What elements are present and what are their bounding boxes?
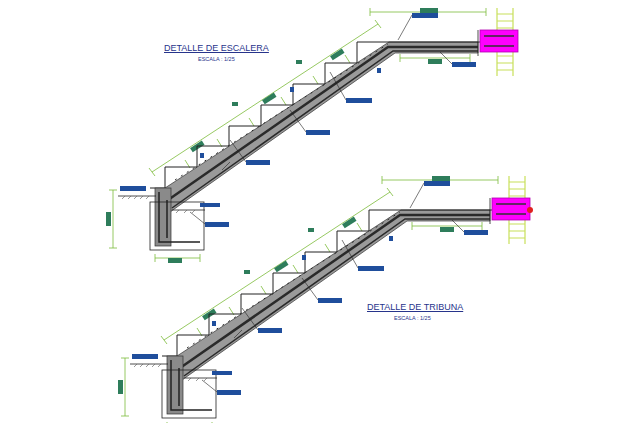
scale-note: ESCALA : 1/25 [197,56,236,62]
scale-note: ESCALA : 1/25 [393,315,432,321]
stair-detail [106,8,518,263]
tribune-detail [118,176,530,423]
detail-title: DETALLE DE ESCALERA [163,44,270,54]
section-mark [527,207,533,213]
detail-title: DETALLE DE TRIBUNA [366,303,464,313]
